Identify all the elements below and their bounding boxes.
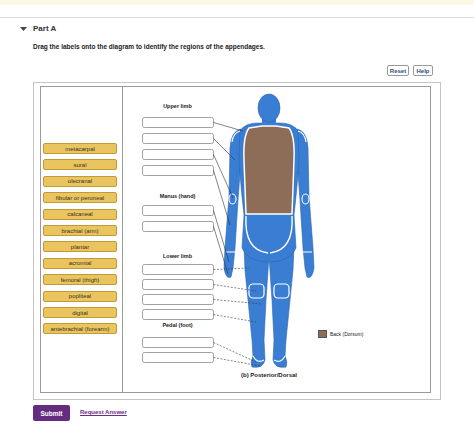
drop-target (143, 353, 214, 363)
legend-swatch (318, 330, 327, 338)
reset-button: Reset (387, 65, 409, 76)
wrist-outline (303, 252, 312, 253)
node-text: brachial (arm) (61, 228, 98, 234)
back-region (244, 126, 294, 214)
legend-entry: Back (Dorsum) (318, 330, 363, 338)
drop-target (143, 206, 214, 216)
node-text: fibular or peroneal (56, 195, 104, 201)
panel-divider (122, 87, 123, 393)
label-chip: sural (43, 159, 117, 170)
legend-text: Back (Dorsum) (330, 331, 363, 337)
instruction-text: Drag the labels onto the diagram to iden… (33, 43, 433, 50)
figure-caption: (b) Posterior/Dorsal (209, 372, 329, 378)
elbow-outline (229, 194, 236, 204)
torso-shape (239, 123, 299, 262)
drop-target (143, 118, 214, 128)
drop-target (143, 166, 214, 176)
leader-line (214, 315, 257, 323)
leader-line (214, 155, 234, 199)
node-text: Submit (40, 410, 62, 417)
label-chip: acromial (43, 258, 117, 269)
drop-target (143, 295, 214, 305)
elbow-outline (302, 194, 309, 204)
collapse-arrow (20, 27, 27, 31)
section-heading: Lower limb (142, 253, 213, 259)
arm-shape (297, 129, 314, 278)
leader-lines (214, 123, 263, 367)
body-figure (224, 94, 314, 367)
label-chip: calcaneal (43, 209, 117, 220)
leader-line (214, 227, 229, 275)
leader-line (214, 211, 230, 263)
leader-line (214, 171, 231, 226)
node-text: olecranal (68, 178, 92, 184)
section-heading: Manus (hand) (142, 193, 213, 199)
node-text: antebrachial (forearm) (50, 326, 109, 332)
node-text: popliteal (69, 293, 91, 299)
label-chip: popliteal (43, 291, 117, 302)
leader-line (214, 268, 250, 270)
gluteal-outline (246, 216, 268, 253)
node-text: sural (73, 162, 86, 168)
request-answer-link: Request Answer (80, 409, 140, 415)
top-strip (0, 0, 474, 5)
inner-panel (41, 87, 431, 393)
node-text: Reset (390, 68, 406, 74)
leader-line (214, 343, 257, 363)
heel-outline (253, 356, 264, 361)
drop-targets (143, 118, 214, 363)
drop-target (143, 150, 214, 160)
gluteal-outline (270, 216, 292, 253)
head-shape (258, 94, 280, 122)
node-text: calcaneal (67, 211, 92, 217)
node-text: acromial (69, 260, 92, 266)
shoulder-outline (298, 131, 306, 142)
label-chip: olecranal (43, 176, 117, 187)
drop-target (143, 310, 214, 320)
label-chip: brachial (arm) (43, 225, 117, 236)
leader-line (214, 358, 261, 367)
label-chip: antebrachial (forearm) (43, 323, 117, 334)
drop-target (143, 338, 214, 348)
outer-panel (34, 83, 441, 400)
knee-outline (274, 284, 289, 298)
label-chip: fibular or peroneal (43, 192, 117, 203)
label-chip: digital (43, 307, 117, 318)
drop-target (143, 134, 214, 144)
leader-line (214, 123, 244, 132)
shoulder-outline (232, 131, 240, 142)
drop-target (143, 222, 214, 232)
wrist-outline (226, 252, 235, 253)
heel-outline (274, 356, 285, 361)
node-text: plantar (71, 244, 89, 250)
node-text: Help (416, 68, 429, 74)
label-chip: plantar (43, 241, 117, 252)
section-heading: Upper limb (142, 103, 213, 109)
part-heading: Part A (33, 24, 56, 33)
help-button: Help (413, 65, 433, 76)
node-text: metacarpal (65, 146, 95, 152)
leader-line (214, 139, 236, 161)
leader-line (214, 285, 257, 292)
leg-shape (269, 246, 294, 367)
submit-button: Submit (33, 405, 70, 421)
drop-target (143, 280, 214, 290)
knee-outline (249, 284, 264, 298)
label-chip: metacarpal (43, 143, 117, 154)
node-text: femoral (thigh) (61, 277, 100, 283)
label-chip: femoral (thigh) (43, 274, 117, 285)
leg-shape (244, 246, 269, 367)
leader-line (214, 300, 263, 305)
divider-line (0, 17, 474, 18)
drop-target (143, 265, 214, 275)
node-text: digital (72, 310, 88, 316)
section-heading: Pedal (foot) (142, 322, 213, 328)
